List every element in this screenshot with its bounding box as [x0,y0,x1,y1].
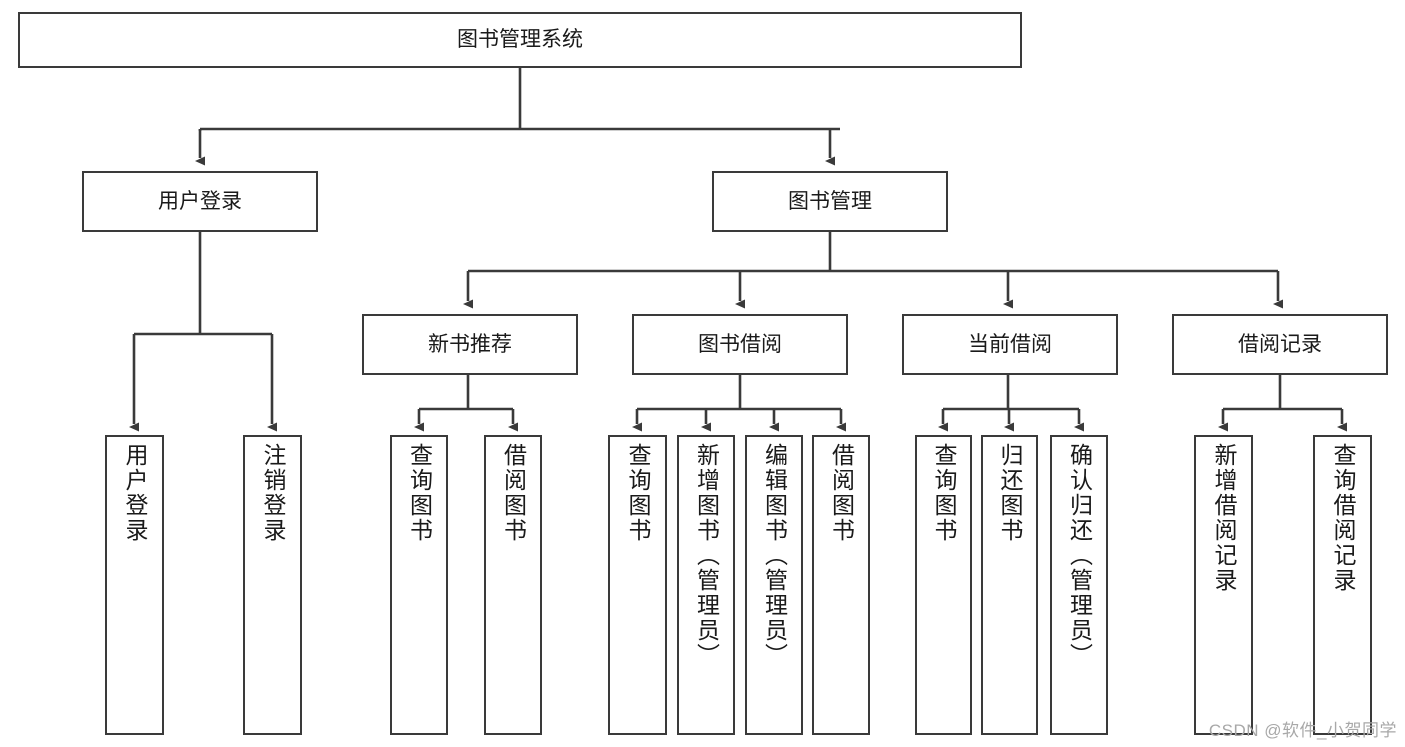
node-new-book-recommend[interactable]: 新书推荐 [362,314,578,375]
node-current-borrow[interactable]: 当前借阅 [902,314,1118,375]
node-leaf-borrow-book-new[interactable]: 借阅图书 [484,435,542,735]
node-leaf-add-book-admin-label: 新增图书（管理员） [693,443,720,668]
node-leaf-return-book-label: 归还图书 [997,443,1023,543]
node-leaf-user-login[interactable]: 用户登录 [105,435,164,735]
node-leaf-edit-book-admin[interactable]: 编辑图书（管理员） [745,435,803,735]
node-leaf-borrow-book-new-label: 借阅图书 [500,443,527,543]
node-book-borrow-label: 图书借阅 [698,332,782,356]
node-borrow-record-label: 借阅记录 [1238,332,1322,356]
node-leaf-query-book-borrow[interactable]: 查询图书 [608,435,667,735]
node-leaf-query-book-borrow-label: 查询图书 [625,443,651,543]
node-book-management[interactable]: 图书管理 [712,171,948,232]
node-leaf-borrow-book[interactable]: 借阅图书 [812,435,870,735]
node-leaf-add-book-admin[interactable]: 新增图书（管理员） [677,435,735,735]
node-leaf-return-book[interactable]: 归还图书 [981,435,1038,735]
node-new-book-recommend-label: 新书推荐 [428,332,512,356]
node-borrow-record[interactable]: 借阅记录 [1172,314,1388,375]
node-leaf-add-borrow-record[interactable]: 新增借阅记录 [1194,435,1253,735]
node-leaf-query-book-current-label: 查询图书 [931,443,957,543]
csdn-watermark: CSDN @软件_小贺同学 [1208,721,1397,740]
node-leaf-borrow-book-label: 借阅图书 [828,443,855,543]
node-user-login[interactable]: 用户登录 [82,171,318,232]
node-leaf-confirm-return-admin[interactable]: 确认归还（管理员） [1050,435,1108,735]
node-leaf-user-login-label: 用户登录 [122,443,148,543]
node-leaf-confirm-return-admin-label: 确认归还（管理员） [1066,443,1093,668]
node-leaf-query-borrow-record[interactable]: 查询借阅记录 [1313,435,1372,735]
node-root-system-label: 图书管理系统 [457,28,583,52]
node-leaf-logout[interactable]: 注销登录 [243,435,302,735]
node-leaf-query-book-new-label: 查询图书 [406,443,433,543]
node-current-borrow-label: 当前借阅 [968,332,1052,356]
node-leaf-query-book-current[interactable]: 查询图书 [915,435,972,735]
node-leaf-logout-label: 注销登录 [260,443,286,543]
node-leaf-query-borrow-record-label: 查询借阅记录 [1330,443,1356,593]
node-book-borrow[interactable]: 图书借阅 [632,314,848,375]
node-root-system[interactable]: 图书管理系统 [18,12,1022,68]
node-book-management-label: 图书管理 [788,189,872,213]
node-leaf-edit-book-admin-label: 编辑图书（管理员） [761,443,788,668]
node-leaf-query-book-new[interactable]: 查询图书 [390,435,448,735]
node-leaf-add-borrow-record-label: 新增借阅记录 [1211,443,1237,593]
node-user-login-label: 用户登录 [158,189,242,213]
